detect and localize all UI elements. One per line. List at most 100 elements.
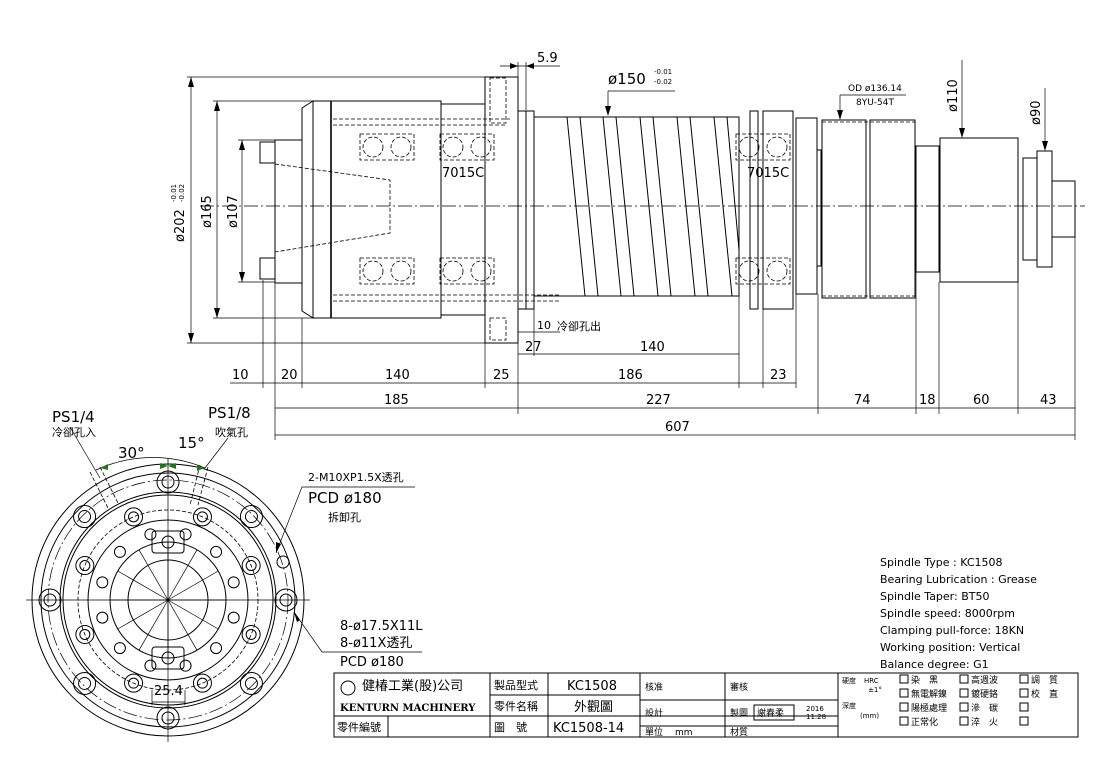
dim-27: 27 <box>525 340 542 355</box>
mounting-flange <box>484 76 519 344</box>
treatment-checkbox <box>959 674 969 684</box>
bolt-hole <box>192 673 212 693</box>
drawing-no-value: KC1508-14 <box>553 721 624 736</box>
spindle-side-view: 7015C 7015C ø202 -0.01 -0.02 ø165 ø107 <box>170 51 1085 344</box>
dim-25: 25 <box>493 368 510 383</box>
depth-unit: (mm) <box>860 712 879 720</box>
dim-607: 607 <box>665 420 690 435</box>
depth-label: 深度 <box>842 701 856 710</box>
dia-202-tol-lower: -0.02 <box>178 184 186 202</box>
dim-186: 186 <box>618 368 643 383</box>
spec-line: Spindle Taper: BT50 <box>880 590 989 603</box>
treatment-checkbox <box>1019 688 1029 698</box>
through-hole <box>244 510 258 524</box>
counterbore-hole <box>239 505 263 529</box>
coolant-out-label: 冷卻孔出 <box>557 319 601 333</box>
dia-202-tol-upper: -0.01 <box>170 184 178 202</box>
coolant-channel <box>99 466 119 504</box>
dim-227: 227 <box>646 393 671 408</box>
dia-107-label: ø107 <box>226 195 241 228</box>
tap-hole-label: 2-M10XP1.5X透孔 <box>308 471 404 484</box>
counterbore-hole <box>239 671 263 695</box>
treatment-checkbox <box>899 674 909 684</box>
radial-line <box>117 570 169 601</box>
dia-90-label: ø90 <box>1029 101 1044 126</box>
dia-202-label: ø202 <box>173 209 188 242</box>
bolt-hole-inner <box>128 511 140 523</box>
drive-key-slot <box>151 646 185 670</box>
treatment-checkbox <box>1019 702 1029 712</box>
spec-line: Bearing Lubrication : Grease <box>880 573 1037 586</box>
bolt-hole <box>192 507 212 527</box>
radial-line <box>167 599 219 630</box>
small-hole <box>210 545 223 558</box>
small-hole <box>210 642 223 655</box>
treatment-checkboxes: 染 黑高週波調 質無電解鎳鍍硬鉻校 直陽極處理滲 碳正常化淬 火 <box>899 674 1058 728</box>
radial-line <box>167 549 198 601</box>
counterbore-hole <box>73 671 97 695</box>
treatment-checkbox <box>899 688 909 698</box>
company-en: KENTURN MACHINERY <box>340 703 476 714</box>
spec-line: Spindle Type : KC1508 <box>880 556 1003 569</box>
through-hole <box>161 475 175 489</box>
drive-key-hole <box>161 651 175 665</box>
counterbore-hole <box>38 588 62 612</box>
ps18-note: 吹氣孔 <box>215 425 248 439</box>
radial-line <box>167 570 219 601</box>
bearing-front-group <box>359 133 791 285</box>
treatment-label: 無電解鎳 <box>911 688 947 700</box>
review-label: 審核 <box>730 681 748 693</box>
unit-value: mm <box>675 728 693 738</box>
dim-20: 20 <box>281 368 298 383</box>
lock-nut <box>821 119 867 299</box>
front-housing <box>330 100 442 319</box>
thru-label: 8-ø11X透孔 <box>340 636 412 651</box>
treatment-label: 正常化 <box>911 716 938 728</box>
treatment-label: 陽極處理 <box>911 702 947 714</box>
treatment-checkbox <box>899 702 909 712</box>
through-hole <box>78 676 92 690</box>
tap-pcd-label: PCD ø180 <box>308 489 382 507</box>
radial-line <box>167 599 198 651</box>
thru-pcd-label: PCD ø180 <box>340 655 404 670</box>
bearing-rear-label: 7015C <box>747 166 789 181</box>
coolant-channel <box>89 471 109 509</box>
dim-185: 185 <box>384 393 409 408</box>
ps14-note: 冷卻孔入 <box>52 426 96 439</box>
date-md: 11.28 <box>806 713 826 721</box>
dia-150-tol-upper: -0.01 <box>654 68 672 76</box>
hrc-label: HRC <box>864 677 879 685</box>
through-hole <box>279 593 293 607</box>
small-hole <box>96 611 109 624</box>
small-hole <box>227 576 240 589</box>
bolt-hole <box>241 556 261 576</box>
design-label: 設計 <box>645 707 663 719</box>
dia-110-label: ø110 <box>946 79 961 112</box>
dim-140: 140 <box>385 368 410 383</box>
nut-code-label: 8YU-54T <box>856 98 895 108</box>
ps18-label: PS1/8 <box>208 404 251 422</box>
treatment-checkbox <box>959 702 969 712</box>
radial-line <box>138 599 169 651</box>
bearing-front-label: 7015C <box>442 166 484 181</box>
through-hole <box>161 711 175 725</box>
dia-150-tol-lower: -0.02 <box>654 78 672 86</box>
treatment-label: 調 質 <box>1031 674 1058 686</box>
helical-sleeve <box>533 116 740 297</box>
date-year: 2016 <box>806 705 824 713</box>
bolt-hole-inner <box>128 677 140 689</box>
part-name-value: 外觀圖 <box>574 700 613 715</box>
bolt-hole <box>124 673 144 693</box>
treatment-label: 染 黑 <box>911 674 938 686</box>
radial-line <box>138 549 169 601</box>
title-block: 健椿工業(股)公司 KENTURN MACHINERY 零件編號 製品型式 KC… <box>333 672 1079 738</box>
unit-label: 單位 <box>645 726 663 738</box>
bolt-hole-inner <box>196 677 208 689</box>
hrc-tol: ±1° <box>868 686 882 694</box>
dim-43: 43 <box>1040 393 1057 408</box>
linear-dimensions: 27 140 10 20 140 25 186 23 185 227 74 18… <box>230 237 1076 440</box>
hardness-label: 硬度 <box>842 676 856 685</box>
tap-hole <box>276 555 290 569</box>
company-logo <box>340 680 356 696</box>
